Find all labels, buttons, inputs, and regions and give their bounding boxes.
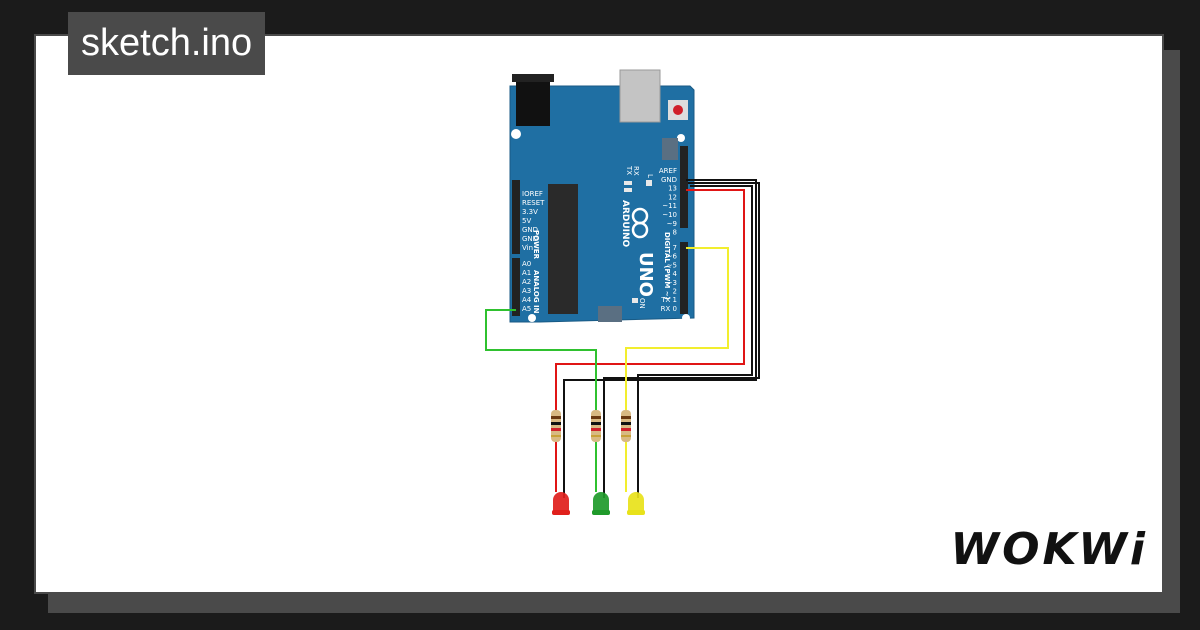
l-led bbox=[646, 180, 652, 186]
pin-label: 3.3V bbox=[522, 208, 538, 216]
pin-label: 8 bbox=[673, 229, 677, 237]
wire-red-pin13 bbox=[555, 189, 745, 412]
led-yellow[interactable] bbox=[627, 492, 645, 515]
led-rim bbox=[552, 510, 570, 515]
pin-label: GND bbox=[522, 226, 538, 234]
pin-label: A4 bbox=[522, 296, 532, 304]
pin-label: RESET bbox=[522, 199, 545, 207]
on-label: ON bbox=[638, 298, 646, 309]
pin-label: GND bbox=[522, 235, 538, 243]
icsp-header bbox=[598, 138, 678, 322]
led-body bbox=[628, 492, 644, 515]
resistor-2 bbox=[591, 410, 601, 442]
pin-label: ~11 bbox=[662, 202, 677, 210]
pin-label: 12 bbox=[668, 193, 677, 201]
pin-label: ~3 bbox=[667, 279, 677, 287]
file-tab[interactable]: sketch.ino bbox=[68, 12, 266, 75]
wire-green-a5 bbox=[485, 309, 597, 412]
usb-port bbox=[619, 69, 661, 123]
led-green[interactable] bbox=[592, 492, 610, 515]
led-red[interactable] bbox=[552, 492, 570, 515]
led-rim bbox=[592, 510, 610, 515]
pin-label: 7 bbox=[673, 244, 677, 252]
pin-label: 13 bbox=[668, 185, 677, 193]
mounting-hole bbox=[682, 314, 690, 322]
pin-label: AREF bbox=[659, 167, 677, 175]
power-header-text: POWER bbox=[532, 230, 540, 260]
atmega-chip bbox=[548, 184, 578, 314]
digital-header-bottom bbox=[680, 242, 688, 314]
board-model-text: UNO bbox=[635, 252, 656, 297]
pin-label: Vin bbox=[522, 244, 533, 252]
digital-header-top bbox=[680, 146, 688, 228]
pin-label: ~5 bbox=[667, 261, 677, 269]
arduino-uno-board[interactable]: ARDUINO UNO DIGITAL (PWM ~) POWER ANALOG… bbox=[509, 69, 695, 323]
analog-header bbox=[512, 258, 520, 316]
pin-label: RX 0 bbox=[661, 305, 677, 313]
wire-black-gnd-2 bbox=[603, 182, 760, 498]
rx-led bbox=[624, 188, 632, 192]
pin-label: 2 bbox=[673, 288, 677, 296]
pin-label: ~10 bbox=[662, 211, 677, 219]
pin-label: A1 bbox=[522, 269, 531, 277]
wokwi-logo: WOKWi bbox=[950, 524, 1148, 575]
mounting-hole bbox=[528, 314, 536, 322]
led-body bbox=[553, 492, 569, 515]
arduino-logo-icon bbox=[631, 207, 649, 239]
wire-black-gnd-1 bbox=[563, 179, 757, 498]
dc-jack bbox=[516, 74, 550, 126]
analog-header-text: ANALOG IN bbox=[532, 270, 540, 314]
pin-labels: IOREFRESET3.3V5VGNDGNDVinA0A1A2A3A4A5ARE… bbox=[522, 167, 678, 313]
pin-label: A3 bbox=[522, 287, 531, 295]
pin-label: ~9 bbox=[667, 220, 677, 228]
pin-label: 4 bbox=[673, 270, 678, 278]
wire-yellow-pin7 bbox=[625, 247, 729, 412]
board-brand-text: ARDUINO bbox=[620, 200, 630, 248]
pin-label: 5V bbox=[522, 217, 531, 225]
pin-label: A2 bbox=[522, 278, 531, 286]
resistor-3 bbox=[621, 410, 631, 442]
resistor-1 bbox=[551, 410, 561, 442]
resistors bbox=[551, 410, 631, 442]
led-body bbox=[593, 492, 609, 515]
pin-label: A5 bbox=[522, 305, 531, 313]
on-led bbox=[632, 298, 638, 303]
mounting-hole bbox=[677, 134, 685, 142]
leds bbox=[552, 492, 645, 515]
pin-label: TX 1 bbox=[660, 296, 677, 304]
led-rim bbox=[627, 510, 645, 515]
power-header bbox=[512, 180, 520, 254]
pin-label: ~6 bbox=[667, 253, 678, 261]
pin-label: A0 bbox=[522, 260, 531, 268]
pin-label: IOREF bbox=[522, 190, 543, 198]
mounting-hole bbox=[511, 129, 521, 139]
digital-header-text: DIGITAL (PWM ~) bbox=[663, 232, 671, 300]
rx-label: RX bbox=[632, 166, 640, 176]
pin-label: GND bbox=[661, 176, 677, 184]
wire-black-gnd-3 bbox=[637, 185, 753, 498]
tx-label: TX bbox=[625, 165, 633, 175]
wires bbox=[485, 179, 760, 498]
l-label: L bbox=[646, 174, 654, 178]
tx-led bbox=[624, 181, 632, 185]
